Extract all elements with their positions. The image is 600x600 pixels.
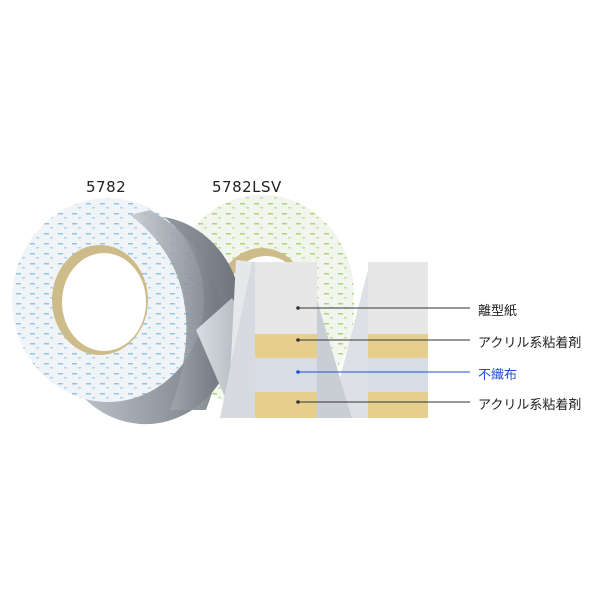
product-label-5782lsv: 5782LSV: [212, 178, 282, 196]
cross-section-block-2: [368, 262, 428, 418]
layer-label-nonwoven: 不織布: [478, 368, 518, 383]
cross-section-block-1: [220, 262, 317, 418]
product-label-5782: 5782: [86, 178, 127, 196]
tape-roll-5782: [12, 198, 236, 425]
layer-label-adhesive-top: アクリル系粘着剤: [478, 336, 582, 351]
layer-label-adhesive-bottom: アクリル系粘着剤: [478, 398, 582, 413]
leader-lines: [296, 306, 470, 404]
layer-label-release-paper: 離型紙: [478, 304, 518, 319]
